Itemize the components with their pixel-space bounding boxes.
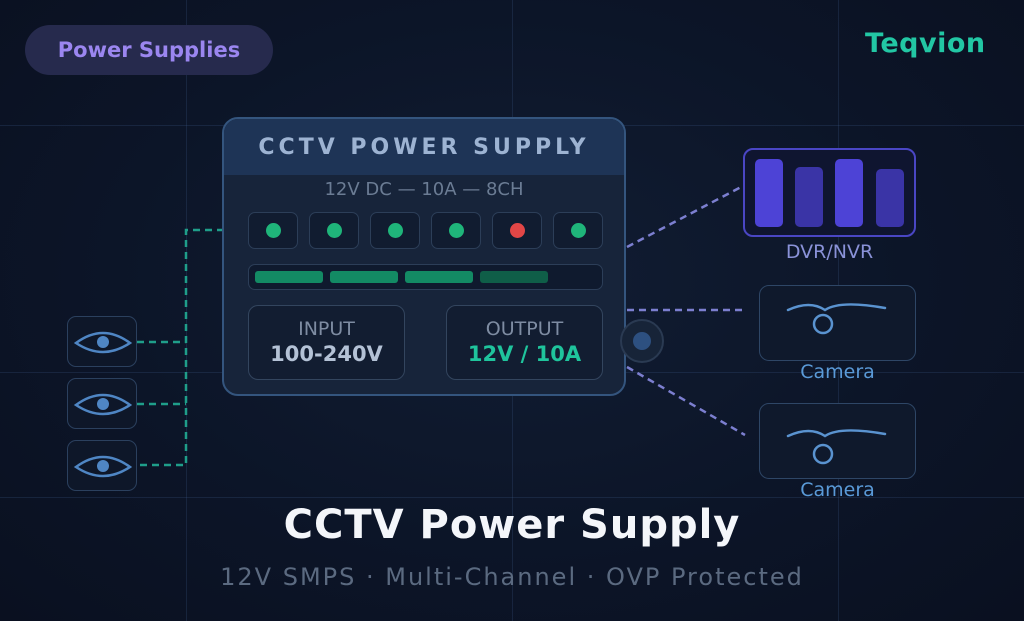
load-segment	[405, 271, 473, 283]
channel-indicator	[370, 212, 420, 249]
camera-device	[759, 285, 916, 361]
channel-indicator	[248, 212, 298, 249]
channel-indicator	[492, 212, 542, 249]
channel-indicator	[431, 212, 481, 249]
page-subtitle: 12V SMPS · Multi-Channel · OVP Protected	[220, 563, 804, 591]
status-led-icon	[265, 223, 281, 238]
status-led-icon	[326, 223, 342, 238]
page-title: CCTV Power Supply	[283, 502, 741, 548]
channel-indicator	[309, 212, 359, 249]
eye-icon	[73, 331, 133, 354]
psu-title: CCTV POWER SUPPLY	[258, 134, 590, 160]
output-label: OUTPUT	[485, 317, 564, 340]
category-pill[interactable]: Power Supplies	[25, 25, 273, 75]
grid-line	[186, 0, 187, 621]
brand-logo: Teqvion	[865, 28, 986, 59]
channel-indicator	[553, 212, 603, 249]
eye-sensor	[67, 378, 137, 429]
dvr-rack-icon	[743, 148, 916, 237]
input-label: INPUT	[298, 317, 355, 340]
eye-sensor	[67, 316, 137, 367]
load-segment	[480, 271, 548, 283]
output-value: 12V / 10A	[467, 341, 582, 366]
load-meter	[248, 264, 603, 290]
dvr-label: DVR/NVR	[785, 241, 874, 263]
camera-label: Camera	[800, 361, 875, 383]
psu-header: CCTV POWER SUPPLY	[224, 119, 624, 175]
eye-sensor	[67, 440, 137, 491]
status-led-icon	[448, 223, 464, 238]
psu-spec: 12V DC — 10A — 8CH	[324, 179, 524, 200]
camera-label: Camera	[800, 479, 875, 501]
status-led-icon	[387, 223, 403, 238]
camera-icon	[786, 303, 887, 335]
category-pill-label: Power Supplies	[57, 38, 241, 62]
channel-row	[248, 212, 603, 249]
grid-line	[0, 497, 1024, 498]
eye-icon	[73, 455, 133, 478]
wire-camera-2	[626, 365, 746, 437]
camera-icon	[786, 429, 887, 465]
load-segment	[255, 271, 323, 283]
output-box: OUTPUT 12V / 10A	[446, 305, 603, 380]
eye-icon	[73, 393, 133, 416]
psu-panel: CCTV POWER SUPPLY 12V DC — 10A — 8CH INP…	[222, 117, 626, 396]
fault-led-icon	[509, 223, 525, 238]
wire-dvr	[626, 184, 744, 249]
input-box: INPUT 100-240V	[248, 305, 405, 380]
camera-device	[759, 403, 916, 479]
wire-eye-3	[137, 228, 248, 467]
input-value: 100-240V	[270, 341, 383, 366]
load-segment	[330, 271, 398, 283]
dc-port-icon	[620, 319, 664, 363]
status-led-icon	[570, 223, 586, 238]
